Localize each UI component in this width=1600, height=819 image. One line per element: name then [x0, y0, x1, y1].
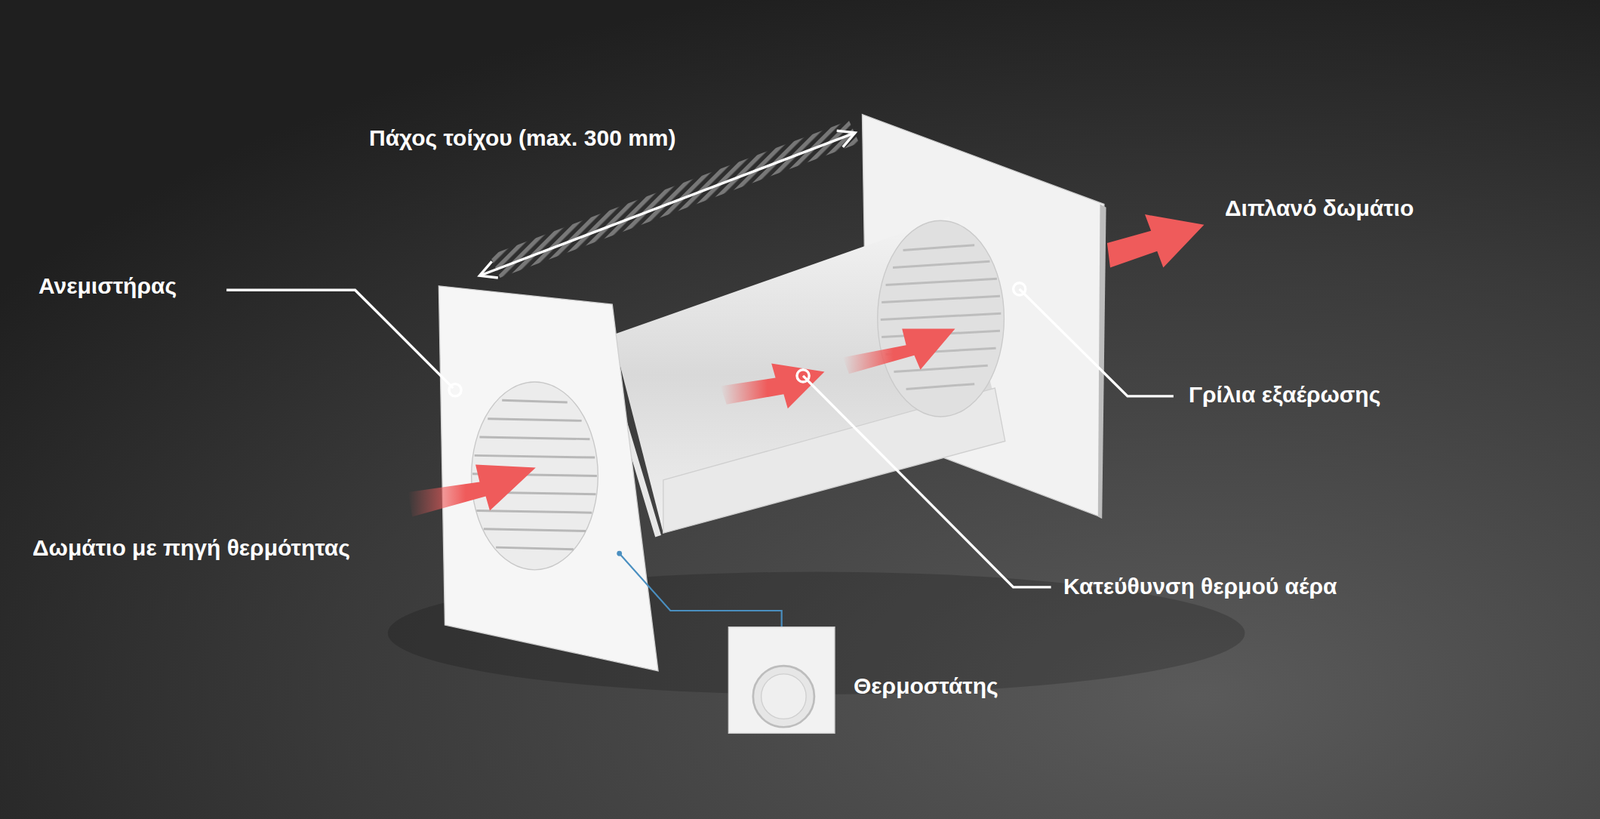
- duct-tube: [612, 216, 1006, 533]
- grille-slats: [880, 245, 1002, 390]
- part-label: Διπλανό δωμάτιο: [1224, 194, 1414, 222]
- part-label: Δωμάτιο με πηγή θερμότητας: [32, 534, 351, 562]
- leader-dot: [449, 283, 1026, 397]
- part-label: Γρίλια εξαέρωσης: [1188, 381, 1381, 409]
- airflow-arrow: [843, 329, 956, 375]
- thermostat-dial: [753, 665, 815, 727]
- thermostat-body: [728, 627, 835, 734]
- wire-dot: [616, 550, 622, 557]
- grille-ring: [877, 220, 1005, 417]
- part-label: Κατεύθυνση θερμού αέρα: [1063, 572, 1338, 600]
- part-label: Θερμοστάτης: [853, 672, 999, 700]
- airflow-arrow: [1107, 214, 1204, 268]
- plate-edge: [1098, 204, 1107, 520]
- thermostat-knob: [761, 673, 807, 720]
- airflow-arrow: [408, 464, 536, 517]
- part-label: Ανεμιστήρας: [38, 272, 177, 300]
- dimension-arrow: [479, 130, 856, 278]
- fan-plate: [438, 286, 659, 671]
- leader-line: [226, 289, 1174, 588]
- airflow-arrow: [720, 363, 825, 410]
- dimension-label: Πάχος τοίχου (max. 300 mm): [369, 124, 677, 152]
